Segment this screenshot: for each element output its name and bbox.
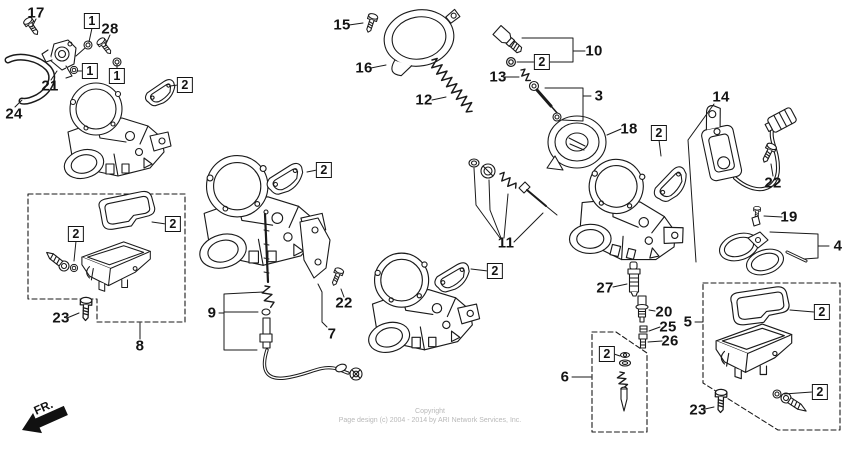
vacuum-piston-18 xyxy=(546,115,607,171)
spring-13 xyxy=(520,68,532,82)
watermark: Copyright Page design (c) 2004 - 2014 by… xyxy=(339,408,522,424)
leader-lines xyxy=(14,18,830,410)
jet-needle-set-11 xyxy=(468,158,558,216)
jet-25 xyxy=(639,325,648,333)
compression-spring-12 xyxy=(431,57,473,113)
group-box-5 xyxy=(702,282,841,431)
main-jet-20 xyxy=(635,295,649,323)
oring-1b xyxy=(69,65,79,75)
insulator-gasket-carb4 xyxy=(650,161,694,208)
float-valve-set-6 xyxy=(616,352,632,412)
bolt-23-right xyxy=(714,388,728,414)
fr-direction-arrow: FR. xyxy=(22,397,68,434)
drain-screw-5 xyxy=(780,392,807,412)
stay-bracket-7 xyxy=(299,217,331,279)
watermark-line2: Page design (c) 2004 - 2014 by ARI Netwo… xyxy=(339,417,522,424)
bowl-gasket-5 xyxy=(729,285,792,327)
drain-screw-8 xyxy=(46,251,70,272)
drain-plug-10 xyxy=(492,24,523,54)
oring-3 xyxy=(552,112,562,122)
oring-8 xyxy=(69,263,79,273)
screw-15 xyxy=(362,12,379,35)
bolt-23-left xyxy=(79,296,93,322)
washer-10 xyxy=(505,56,517,68)
insulator-gasket-carb2 xyxy=(263,157,310,201)
throttle-stop-set-9 xyxy=(259,209,363,381)
needle-jet-holder-27 xyxy=(627,261,641,297)
sensor-connector xyxy=(764,107,797,133)
oring-5 xyxy=(772,389,782,399)
watermark-line1: Copyright xyxy=(415,408,445,415)
group-box-8 xyxy=(27,193,186,323)
insulator-gasket-carb1 xyxy=(142,74,181,112)
air-screw-set-3 xyxy=(528,80,559,115)
screw-22-mid xyxy=(328,266,345,288)
float-bowl-8 xyxy=(81,241,151,292)
insulator-gasket-carb3 xyxy=(431,257,476,299)
bowl-gasket-8 xyxy=(97,189,158,232)
group-box-6 xyxy=(591,331,648,433)
float-bowl-5 xyxy=(715,323,793,380)
vacuum-chamber-cover-16 xyxy=(383,8,461,77)
throttle-sensor-14 xyxy=(701,105,797,192)
air-cut-valve-21 xyxy=(41,39,77,79)
float-set-4 xyxy=(719,215,808,276)
slow-jet-26 xyxy=(638,333,648,349)
hose-24 xyxy=(4,53,56,105)
